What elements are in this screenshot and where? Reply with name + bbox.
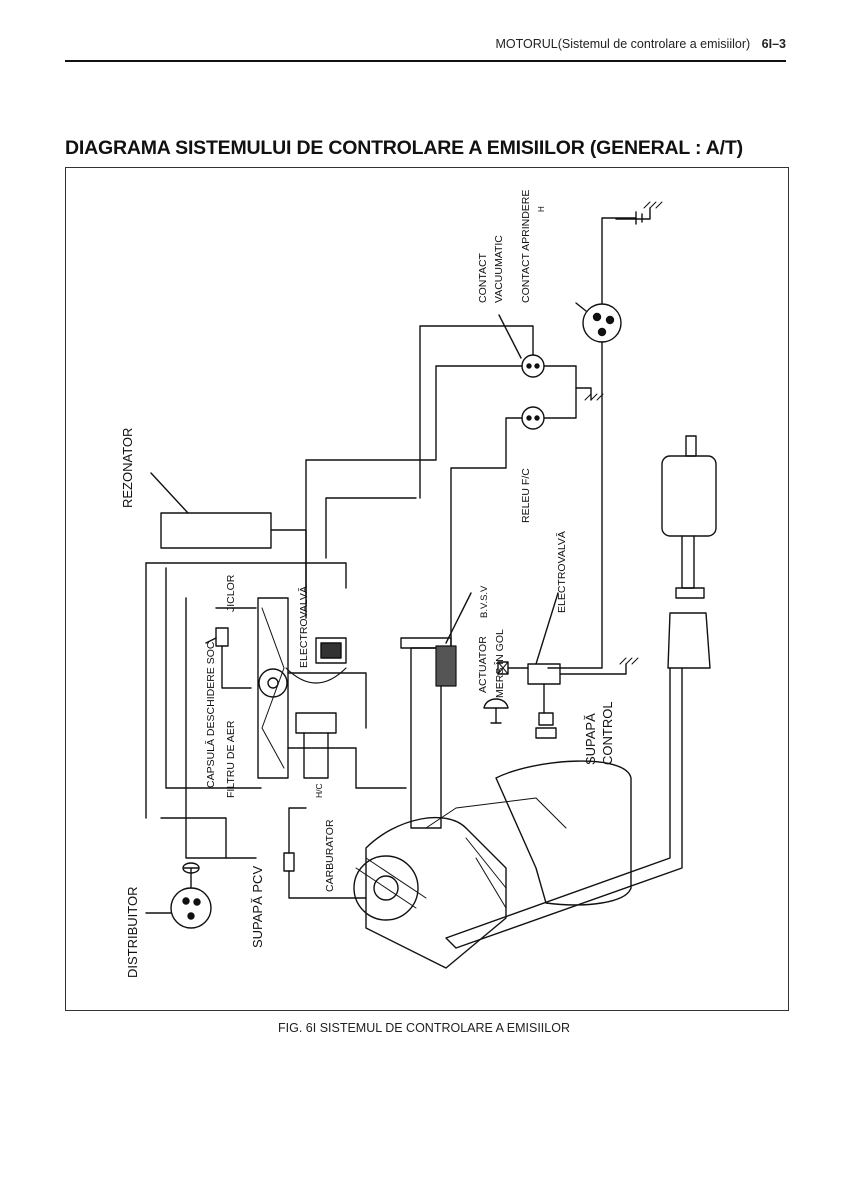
label-supapa: SUPAPĂ (583, 713, 598, 765)
label-filtru: FILTRU DE AER (225, 720, 237, 798)
label-control: CONTROL (600, 701, 615, 765)
idle-actuator (483, 698, 509, 709)
emission-diagram-figure: REZONATOR CONTACT APRINDERE H CONTACT VA… (65, 167, 789, 1011)
running-header: MOTORUL(Sistemul de controlare a emisiil… (495, 37, 786, 51)
label-bvsv: B.V.S.V (479, 585, 490, 618)
pulley (353, 855, 419, 921)
label-contact: CONTACT (477, 252, 489, 303)
label-releu-fc: RELEU F/C (520, 468, 532, 523)
ignition-switch (582, 303, 622, 343)
air-filter (257, 597, 289, 779)
label-vacuumatic: VACUUMATIC (493, 235, 505, 303)
section-title: MOTORUL(Sistemul de controlare a emisiil… (495, 37, 751, 51)
label-contact-aprindere: CONTACT APRINDERE (520, 190, 532, 303)
label-capsula: CAPSULĂ DESCHIDERE SOC (204, 641, 217, 788)
vacuum-switch (521, 354, 545, 378)
figure-caption: FIG. 6I SISTEMUL DE CONTROLARE A EMISIIL… (278, 1021, 570, 1035)
muffler (661, 455, 717, 537)
choke-opener (258, 668, 288, 698)
label-h: H (537, 206, 546, 212)
resonator (160, 512, 272, 549)
catalytic-converter (667, 612, 711, 669)
page-number: 6I–3 (761, 37, 786, 51)
electrovalve-right (527, 663, 561, 685)
ground-symbol-top (615, 207, 651, 220)
engine-block (495, 760, 632, 906)
distributor (170, 887, 212, 929)
label-mers-gol: MERS ÎN GOL (493, 629, 506, 698)
carburetor (295, 712, 337, 734)
header-rule (65, 60, 786, 62)
label-electrovalva-left: ELECTROVALVĂ (297, 586, 310, 668)
pcv-valve (283, 852, 295, 872)
label-rezonator: REZONATOR (120, 428, 135, 508)
control-valve (538, 712, 554, 726)
label-carburator: CARBURATOR (324, 819, 336, 892)
emission-diagram: REZONATOR CONTACT APRINDERE H CONTACT VA… (120, 190, 717, 979)
label-hic: H/C (314, 783, 324, 798)
label-jiclor: JICLOR (225, 574, 237, 612)
page-title: DIAGRAMA SISTEMULUI DE CONTROLARE A EMIS… (65, 137, 743, 159)
label-electrovalva-right: ELECTROVALVĂ (555, 531, 568, 613)
label-supapa-pcv: SUPAPĂ PCV (250, 866, 265, 948)
label-distribuitor: DISTRIBUITOR (125, 887, 140, 979)
label-actuator: ACTUATOR (477, 636, 489, 693)
fc-relay (521, 406, 545, 430)
